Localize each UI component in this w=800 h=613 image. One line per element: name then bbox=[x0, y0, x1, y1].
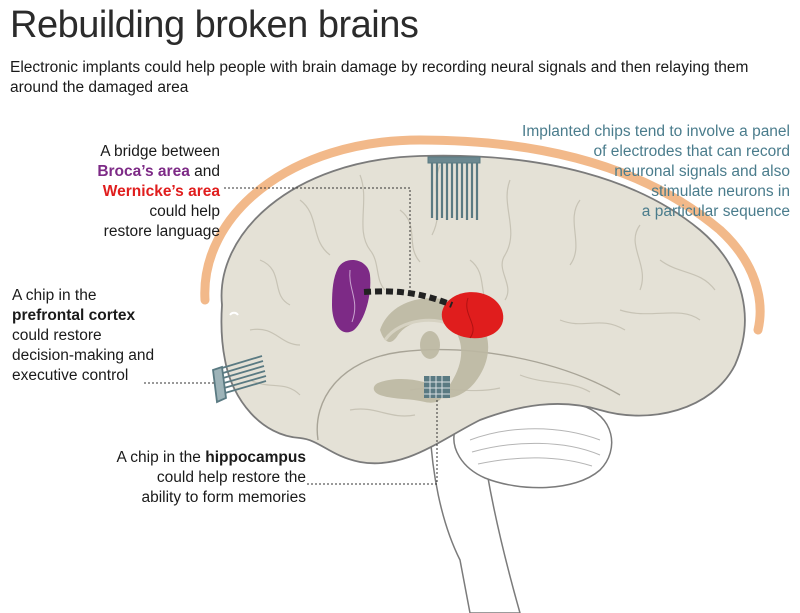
prefrontal-line-3: could restore bbox=[12, 327, 102, 344]
hippocampus-callout: A chip in the hippocampus could help res… bbox=[60, 448, 306, 508]
cerebellum-folds bbox=[469, 428, 601, 467]
prefrontal-chip bbox=[212, 355, 267, 404]
brocas-area-label: Broca’s area bbox=[97, 163, 190, 180]
top-electrode-array bbox=[427, 156, 481, 220]
implant-line-1: Implanted chips tend to involve a panel bbox=[522, 123, 790, 140]
bridge-line-4: could help bbox=[149, 203, 220, 220]
subtitle: Electronic implants could help people wi… bbox=[10, 59, 749, 96]
implant-line-3: neuronal signals and also bbox=[614, 163, 790, 180]
bridge-and: and bbox=[189, 163, 220, 180]
prefrontal-line-1: A chip in the bbox=[12, 287, 97, 304]
bridge-line-1: A bridge between bbox=[100, 143, 220, 160]
prefrontal-line-4: decision-making and bbox=[12, 347, 155, 364]
hippocampus-line-3: ability to form memories bbox=[141, 489, 306, 506]
bridge-line-2: Broca’s area and bbox=[40, 162, 220, 182]
temporal-lobe-line bbox=[316, 348, 621, 441]
implant-callout: Implanted chips tend to involve a panel … bbox=[480, 122, 790, 222]
leader-lines bbox=[144, 187, 438, 485]
prefrontal-line-5: executive control bbox=[12, 367, 129, 384]
prefrontal-callout: A chip in the prefrontal cortex could re… bbox=[12, 286, 212, 386]
skull-outline bbox=[200, 135, 765, 335]
implant-line-4: stimulate neurons in bbox=[651, 183, 790, 200]
implant-line-2: of electrodes that can record bbox=[593, 143, 790, 160]
hippocampus-label: hippocampus bbox=[205, 449, 306, 466]
bridge-line-5: restore language bbox=[103, 223, 220, 240]
bridge-callout: A bridge between Broca’s area and Wernic… bbox=[40, 142, 220, 242]
hippocampus-line-2: could help restore the bbox=[156, 469, 306, 486]
page-title: Rebuilding broken brains bbox=[10, 4, 419, 46]
wernickes-area-label: Wernicke’s area bbox=[102, 183, 220, 200]
prefrontal-cortex-label: prefrontal cortex bbox=[12, 307, 136, 324]
hippocampus-chip bbox=[424, 376, 450, 398]
implant-line-5: a particular sequence bbox=[641, 203, 790, 220]
bridge-connection bbox=[363, 288, 454, 308]
hippocampus-line-1: A chip in the hippocampus bbox=[116, 449, 306, 466]
wernickes-area bbox=[441, 292, 504, 339]
brocas-area bbox=[332, 259, 371, 333]
